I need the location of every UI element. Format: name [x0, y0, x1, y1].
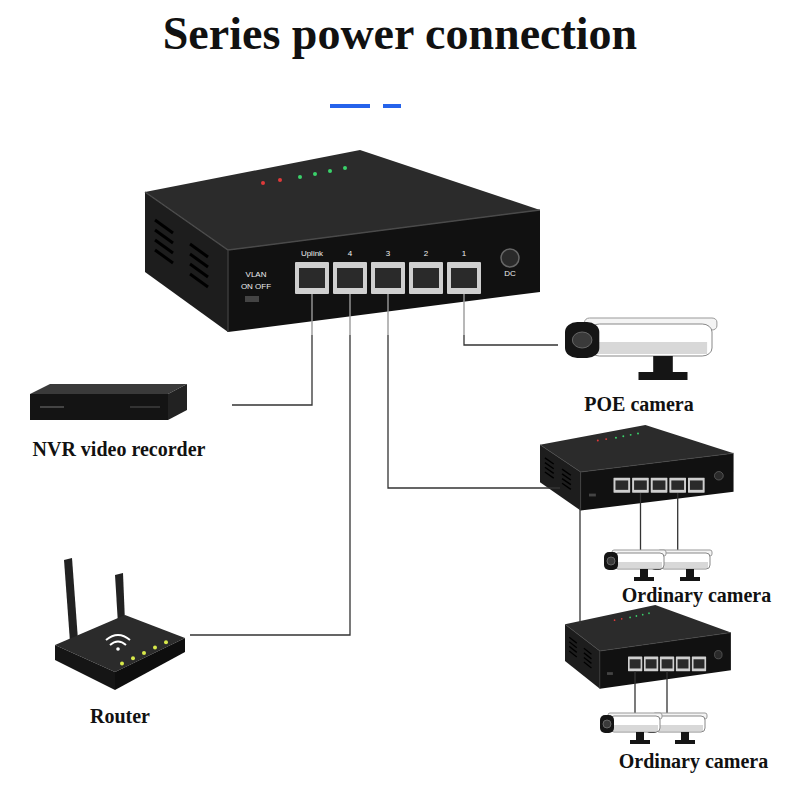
accent-dash — [330, 104, 370, 108]
cable-line — [190, 335, 350, 635]
port-label: VLAN — [231, 270, 281, 279]
poe-switch: Uplink 4321VLAN ON OFF DC — [145, 150, 545, 335]
port-label: 1 — [447, 249, 481, 258]
port-label: 4 — [333, 249, 367, 258]
cable-stubs — [312, 294, 464, 335]
device-label: Router — [50, 705, 190, 728]
device-label: NVR video recorder — [6, 438, 232, 461]
port-label: 3 — [371, 249, 405, 258]
cable-line — [232, 335, 312, 405]
ordinary-camera-icons — [600, 550, 712, 744]
cascade-switch — [540, 425, 734, 511]
router: Router — [50, 552, 190, 730]
port-label: Uplink — [295, 249, 329, 258]
nvr-icon — [30, 384, 187, 420]
device-label: POE camera — [558, 393, 720, 416]
accent-dash — [383, 104, 401, 108]
cascade-wires — [388, 335, 678, 714]
cable-line — [464, 335, 558, 345]
device-label: Ordinary camera — [592, 750, 795, 773]
main-switch — [145, 150, 540, 332]
port-label: 2 — [409, 249, 443, 258]
ordinary-camera: Ordinary camera — [592, 708, 795, 780]
port-label: DC — [495, 269, 525, 278]
poe-camera-icon — [565, 318, 717, 380]
ordinary-camera: Ordinary camera — [598, 545, 795, 610]
port-label: ON OFF — [231, 282, 281, 291]
device-label: Ordinary camera — [598, 584, 795, 607]
diagram-title: Series power connection — [0, 8, 800, 61]
poe-camera: POE camera — [558, 312, 720, 422]
cascade-switch — [565, 605, 731, 689]
router-icon — [55, 558, 185, 690]
nvr-recorder: NVR video recorder — [6, 378, 232, 468]
